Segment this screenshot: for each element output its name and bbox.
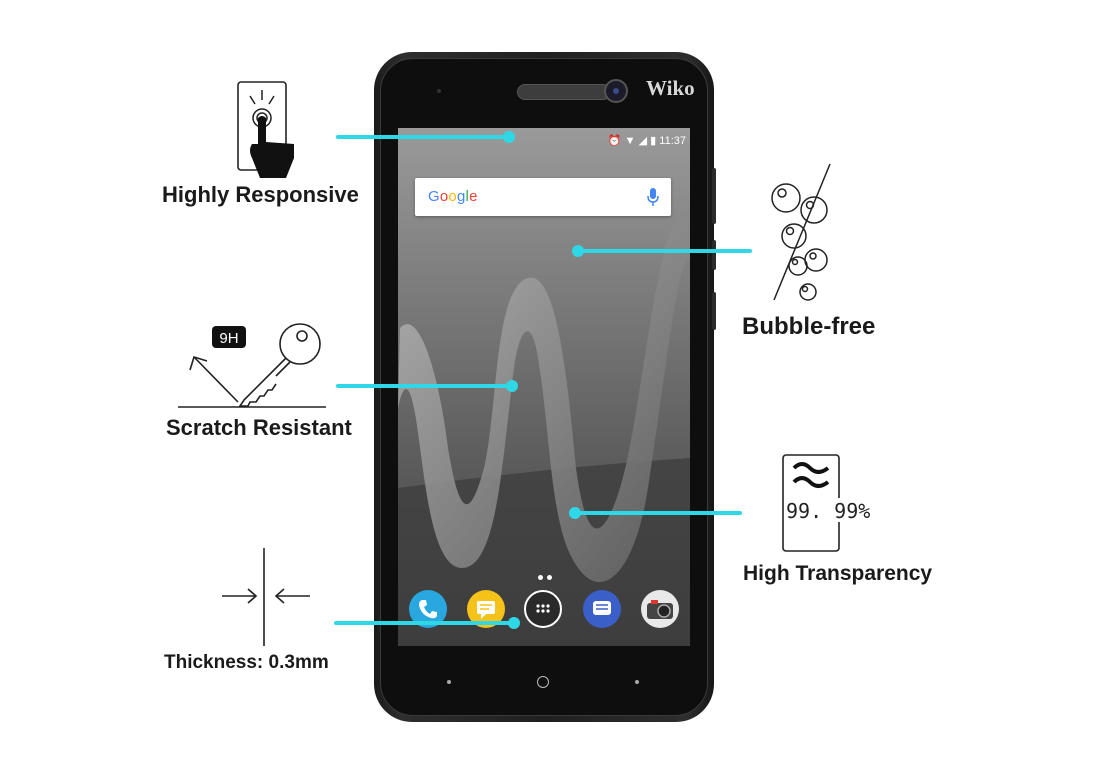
message-bubble-icon [477,601,495,619]
callout-line-responsive [336,135,510,139]
transparency-percent-label: 99. 99% [786,499,870,523]
power-button [712,240,716,270]
microphone-icon[interactable] [647,188,659,206]
brand-logo-text: Wiko [646,76,695,100]
front-camera [604,79,628,103]
side-button [712,292,716,330]
battery-icon: ▮ [650,135,657,147]
callout-line-scratch [336,384,512,388]
touch-finger-icon [237,81,294,178]
back-nav-dot[interactable] [447,680,451,684]
hardness-9h-label: 9H [219,330,238,347]
camera-app-icon[interactable] [641,590,679,628]
google-search-bar[interactable]: Google [415,178,671,216]
volume-button [712,168,716,224]
recents-nav-dot[interactable] [635,680,639,684]
google-logo: Google [428,188,478,205]
callout-line-transparency [575,511,742,515]
callout-dot-scratch [506,380,518,392]
chat-icon [593,601,611,615]
callout-dot-bubble [572,245,584,257]
signal-icon: ◢ [638,135,648,147]
brand-logo: Wiko [646,76,695,101]
phone-call-icon [419,600,437,619]
earpiece-speaker [517,84,611,100]
page-indicator [536,567,554,585]
glass-transparency-icon: 99. 99% [782,454,870,552]
callout-line-bubble [578,249,752,253]
proximity-sensor [437,89,441,93]
alarm-icon: ⏰ [607,135,622,147]
feature-scratch-resistant: Scratch Resistant [166,415,352,440]
feature-thickness: Thickness: 0.3mm [164,652,329,673]
app-grid-icon [536,604,550,613]
app-drawer-button[interactable] [524,590,562,628]
callout-line-thickness [334,621,514,625]
camera-icon [647,600,673,619]
callout-dot-transparency [569,507,581,519]
no-bubbles-icon [771,163,831,301]
sms-app-icon[interactable] [583,590,621,628]
key-scratch-icon: 9H [178,323,326,408]
home-button[interactable] [537,676,549,688]
wifi-icon: ▼ [624,135,636,147]
feature-bubble-free: Bubble-free [742,313,876,340]
callout-dot-thickness [508,617,520,629]
status-time: 11:37 [659,135,686,147]
thickness-arrows-icon [222,548,310,646]
callout-dot-responsive [503,131,515,143]
status-bar-icons: ⏰ ▼ ◢ ▮ 11:37 [596,134,686,147]
feature-highly-responsive: Highly Responsive [162,182,359,207]
feature-high-transparency: High Transparency [743,562,933,585]
